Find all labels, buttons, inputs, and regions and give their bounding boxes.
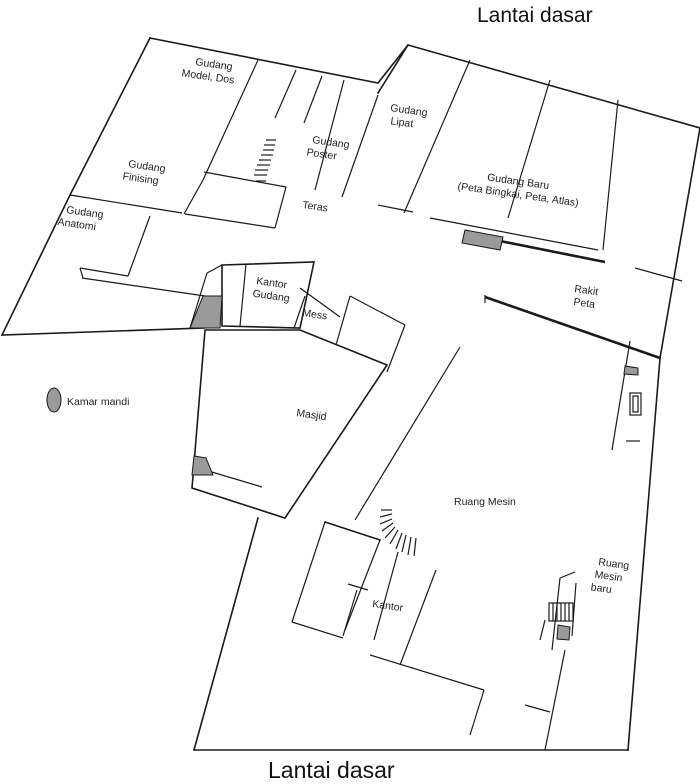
wall-kantor xyxy=(291,520,485,736)
label-gudang-lipat: Gudang Lipat xyxy=(388,102,431,132)
wall-upper-left-block xyxy=(0,36,410,336)
label-gudang-model: Gudang Model, Dos xyxy=(181,54,237,86)
kamar-mandi-icon xyxy=(46,387,62,413)
small-box-right xyxy=(629,392,642,416)
wall-masjid xyxy=(191,329,389,519)
wall-left-outer xyxy=(193,517,259,751)
label-ruang-mesin-baru: Ruang Mesin baru xyxy=(590,556,633,599)
shaded-area-mesin-baru xyxy=(556,624,571,641)
stairs-upper xyxy=(254,139,276,182)
label-gudang-baru: Gudang Baru (Peta Bingkai, Peta, Atlas) xyxy=(457,168,581,210)
stairs-ruang-mesin-baru xyxy=(548,602,574,622)
label-kamar-mandi: Kamar mandi xyxy=(67,396,129,408)
shaded-area-masjid xyxy=(191,455,214,476)
shaded-area-gudang-baru xyxy=(461,229,504,251)
title-bottom: Lantai dasar xyxy=(268,757,395,783)
wall-rakit-peta xyxy=(484,295,661,451)
wall-upper-right-block xyxy=(341,43,700,282)
room-labels: Gudang Model, Dos Gudang Finising Gudang… xyxy=(57,54,633,614)
label-kantor: Kantor xyxy=(372,598,405,614)
label-teras: Teras xyxy=(302,199,329,214)
label-gudang-finising: Gudang Finising xyxy=(122,158,169,189)
small-box-inner xyxy=(632,395,639,413)
wall-right-outer xyxy=(193,127,700,751)
title-top: Lantai dasar xyxy=(477,4,593,27)
label-rakit-peta: Rakit Peta xyxy=(572,283,602,311)
stairs-curved xyxy=(379,509,417,557)
label-gudang-anatomi: Gudang Anatomi xyxy=(57,203,107,234)
label-kantor-gudang: Kantor Gudang xyxy=(252,275,293,305)
shaded-area-left xyxy=(189,295,223,329)
label-masjid: Masjid xyxy=(296,407,328,423)
shaded-area-rakit-peta xyxy=(623,365,639,376)
wall-kantor-gudang xyxy=(189,261,406,373)
label-gudang-poster: Gudang Poster xyxy=(306,134,353,165)
label-ruang-mesin: Ruang Mesin xyxy=(454,496,516,508)
wall-center-diagonal xyxy=(354,346,461,521)
label-mess: Mess xyxy=(302,307,329,322)
wall-ruang-mesin-baru xyxy=(524,571,577,751)
